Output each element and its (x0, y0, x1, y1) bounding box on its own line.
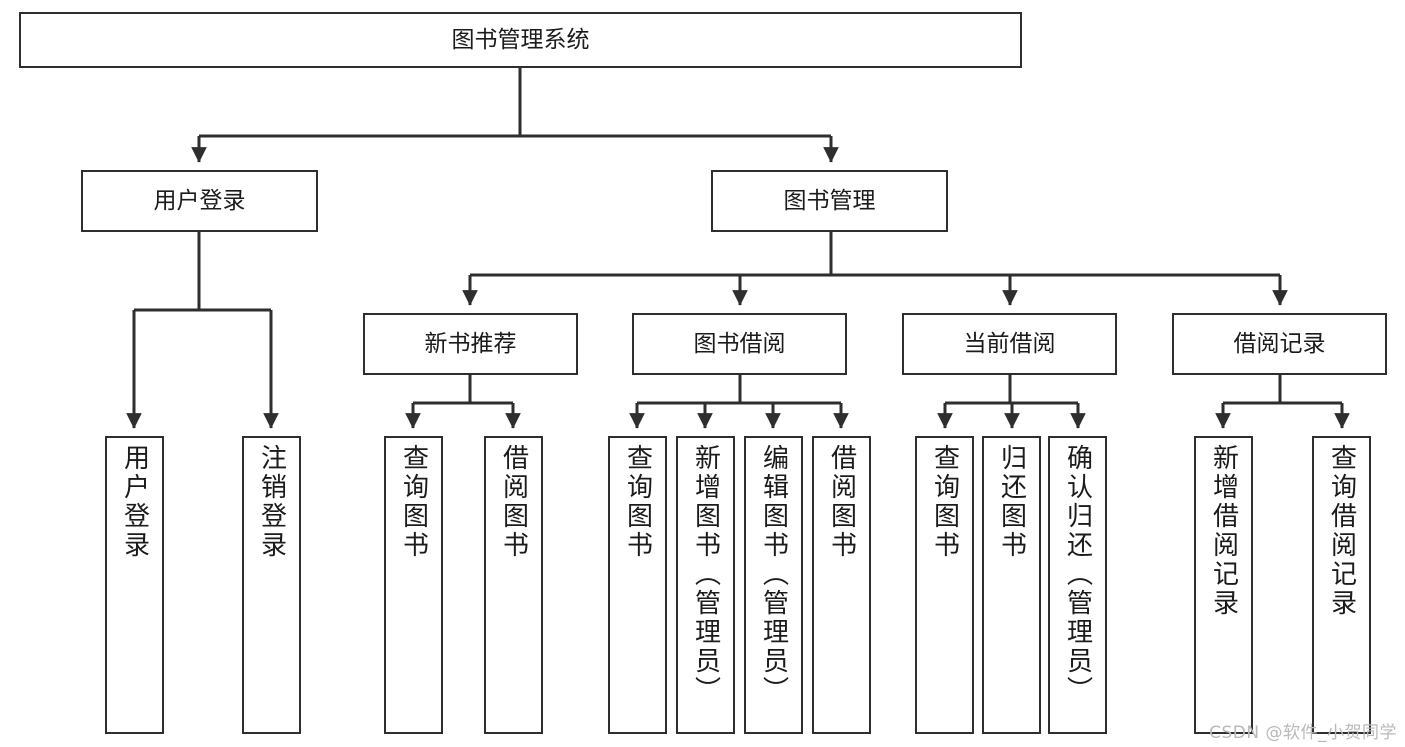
node-book-borrow[interactable]: 图书借阅 (632, 313, 847, 375)
node-leaf-confirm-return-label: 确认归还（管理员） (1062, 444, 1093, 705)
node-borrow-record-label: 借阅记录 (1233, 330, 1326, 357)
node-root[interactable]: 图书管理系统 (19, 12, 1022, 68)
node-leaf-return-book-label: 归还图书 (996, 444, 1027, 560)
node-leaf-borrow-book-1[interactable]: 借阅图书 (484, 436, 543, 734)
node-leaf-borrow-book-2[interactable]: 借阅图书 (812, 436, 871, 734)
node-leaf-query-book-2-label: 查询图书 (622, 444, 653, 560)
node-leaf-borrow-book-2-label: 借阅图书 (826, 444, 857, 560)
node-leaf-edit-book[interactable]: 编辑图书（管理员） (744, 436, 803, 734)
node-leaf-confirm-return[interactable]: 确认归还（管理员） (1048, 436, 1107, 734)
node-leaf-query-book-2[interactable]: 查询图书 (608, 436, 667, 734)
node-leaf-add-record[interactable]: 新增借阅记录 (1194, 436, 1253, 734)
node-leaf-query-book-3[interactable]: 查询图书 (915, 436, 974, 734)
node-book-borrow-label: 图书借阅 (693, 330, 786, 357)
node-leaf-return-book[interactable]: 归还图书 (982, 436, 1041, 734)
node-leaf-user-login-label: 用户登录 (119, 444, 150, 560)
node-leaf-borrow-book-1-label: 借阅图书 (498, 444, 529, 560)
node-leaf-edit-book-label: 编辑图书（管理员） (758, 444, 789, 705)
node-leaf-add-book-label: 新增图书（管理员） (690, 444, 721, 705)
node-user-login-label: 用户登录 (153, 187, 246, 214)
node-leaf-query-record[interactable]: 查询借阅记录 (1312, 436, 1371, 734)
node-book-manage-label: 图书管理 (783, 187, 876, 214)
node-book-manage[interactable]: 图书管理 (711, 170, 948, 232)
node-leaf-user-logout[interactable]: 注销登录 (242, 436, 301, 734)
node-new-book-recommend-label: 新书推荐 (424, 330, 517, 357)
node-leaf-query-book-3-label: 查询图书 (929, 444, 960, 560)
watermark: CSDN @软件_小贺同学 (1209, 723, 1397, 743)
node-current-borrow[interactable]: 当前借阅 (902, 313, 1117, 375)
node-leaf-query-record-label: 查询借阅记录 (1326, 444, 1357, 618)
node-current-borrow-label: 当前借阅 (963, 330, 1056, 357)
node-leaf-add-book[interactable]: 新增图书（管理员） (676, 436, 735, 734)
node-leaf-query-book-1-label: 查询图书 (398, 444, 429, 560)
node-borrow-record[interactable]: 借阅记录 (1172, 313, 1387, 375)
node-leaf-user-login[interactable]: 用户登录 (105, 436, 164, 734)
node-new-book-recommend[interactable]: 新书推荐 (363, 313, 578, 375)
node-user-login[interactable]: 用户登录 (81, 170, 318, 232)
node-root-label: 图书管理系统 (451, 26, 590, 53)
node-leaf-user-logout-label: 注销登录 (256, 444, 287, 560)
node-leaf-query-book-1[interactable]: 查询图书 (384, 436, 443, 734)
node-leaf-add-record-label: 新增借阅记录 (1208, 444, 1239, 618)
